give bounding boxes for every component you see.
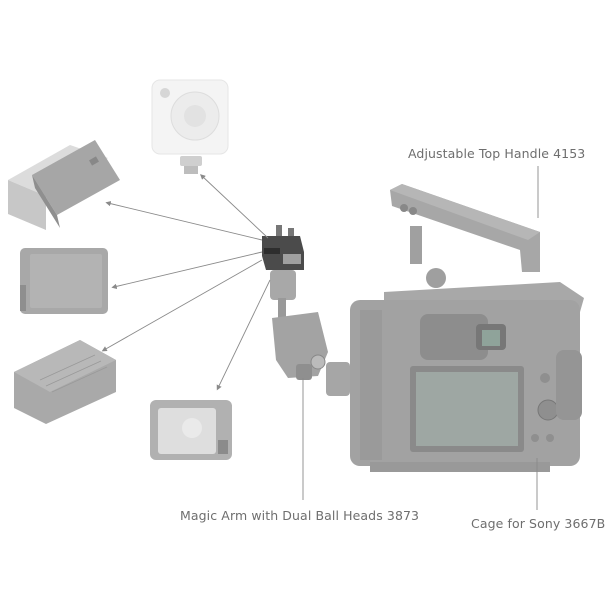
label-camera-cage: Cage for Sony 3667B [471, 516, 606, 531]
action-cam-cage-icon [150, 400, 232, 460]
leader-lines [101, 166, 539, 510]
camera-cage-icon [350, 184, 584, 472]
battery-icon [14, 340, 116, 424]
monitor-icon [20, 248, 108, 314]
magic-arm-icon [270, 270, 350, 396]
cold-shoe-adapter-icon [262, 225, 304, 270]
label-top-handle: Adjustable Top Handle 4153 [408, 146, 586, 161]
label-magic-arm: Magic Arm with Dual Ball Heads 3873 [180, 508, 420, 523]
square-led-light-icon [151, 79, 229, 174]
led-panel-icon [8, 140, 120, 230]
top-handle-icon [390, 184, 540, 288]
